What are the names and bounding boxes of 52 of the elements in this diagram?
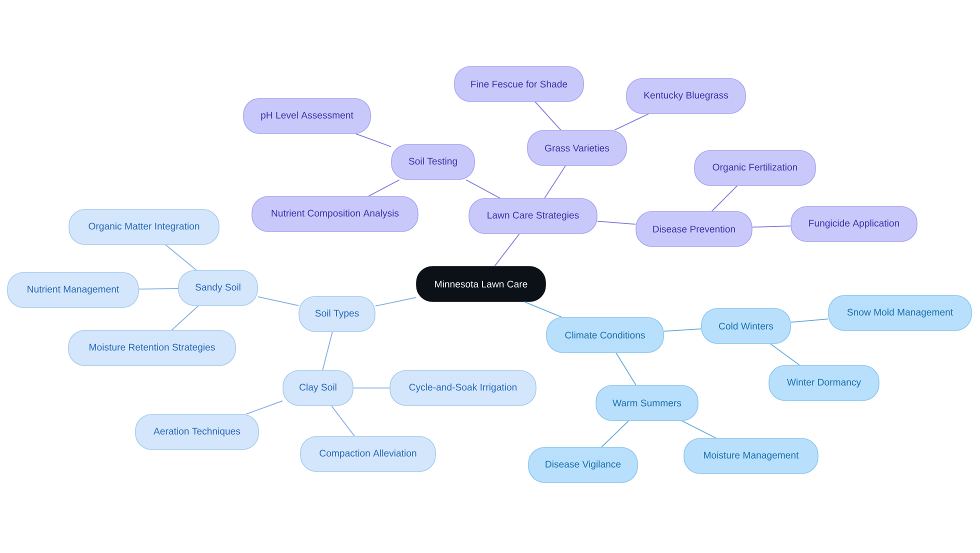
connector-line: [322, 331, 333, 371]
connector-line: [524, 301, 562, 318]
topic-box: Soil Testing: [391, 144, 475, 180]
connector-line: [544, 165, 566, 199]
connector-line: [331, 405, 355, 437]
topic-box: Soil Types: [298, 296, 376, 332]
connector-line: [494, 233, 520, 267]
topic-box: Disease Prevention: [636, 211, 752, 247]
topic-box: Organic Matter Integration: [68, 209, 220, 245]
topic-box: Disease Vigilance: [528, 447, 638, 483]
topic-box: Grass Varieties: [527, 130, 627, 166]
central-topic-box: Minnesota Lawn Care: [416, 266, 546, 302]
topic-box: Fungicide Application: [790, 206, 918, 242]
topic-box: pH Level Assessment: [243, 98, 371, 134]
topic-box: Moisture Management: [684, 438, 818, 474]
connector-line: [374, 297, 417, 306]
connector-line: [466, 179, 500, 199]
connector-line: [790, 318, 829, 323]
connector-line: [614, 113, 649, 131]
connector-line: [356, 133, 392, 148]
connector-line: [616, 352, 636, 386]
connector-line: [711, 185, 738, 212]
topic-box: Compaction Alleviation: [300, 436, 436, 472]
connector-line: [682, 420, 716, 439]
topic-box: Kentucky Bluegrass: [626, 78, 746, 114]
topic-box: Fine Fescue for Shade: [454, 66, 584, 102]
connector-line: [534, 101, 562, 131]
topic-box: Climate Conditions: [546, 317, 664, 353]
connector-line: [752, 225, 792, 228]
connector-line: [138, 288, 179, 290]
connector-line: [663, 328, 702, 332]
topic-box: Organic Fertilization: [694, 150, 816, 186]
connector-line: [596, 220, 636, 225]
topic-box: Nutrient Composition Analysis: [252, 196, 418, 232]
connector-line: [368, 179, 400, 197]
topic-box: Warm Summers: [596, 385, 698, 421]
connector-line: [770, 343, 800, 366]
topic-box: Nutrient Management: [7, 272, 139, 308]
topic-box: Winter Dormancy: [768, 365, 880, 401]
topic-box: Moisture Retention Strategies: [68, 330, 236, 366]
topic-box: Snow Mold Management: [828, 295, 972, 331]
topic-box: Lawn Care Strategies: [468, 198, 598, 234]
topic-box: Cycle-and-Soak Irrigation: [390, 370, 536, 406]
topic-box: Clay Soil: [282, 370, 354, 406]
connector-line: [257, 296, 300, 306]
topic-box: Cold Winters: [701, 308, 791, 344]
topic-box: Sandy Soil: [178, 270, 258, 306]
connector-line: [165, 244, 197, 271]
connector-line: [171, 305, 199, 331]
connector-line: [600, 420, 630, 448]
topic-box: Aeration Techniques: [135, 414, 259, 450]
connector-line: [246, 400, 284, 415]
